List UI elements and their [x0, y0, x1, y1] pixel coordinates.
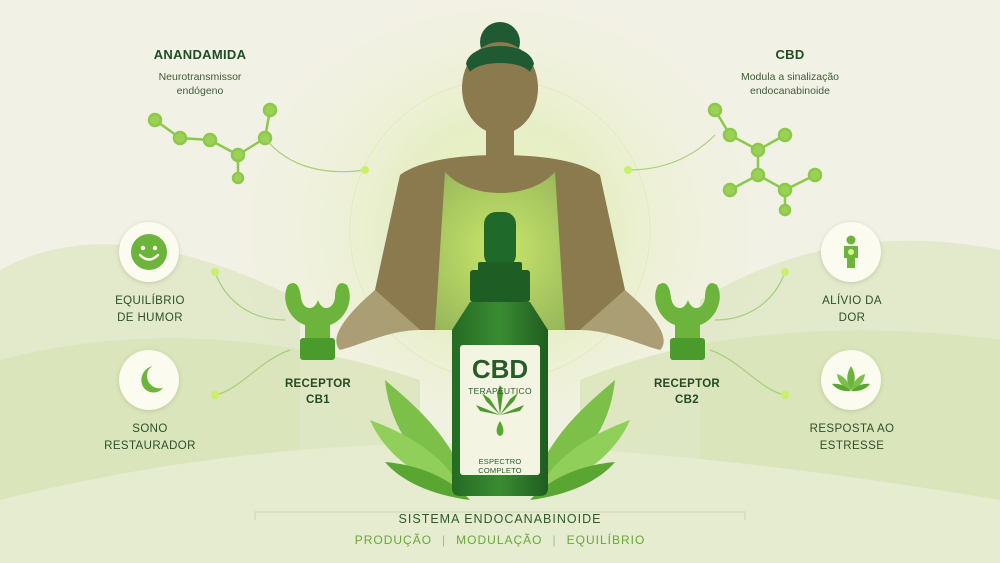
sleep-label-line2: RESTAURADOR — [104, 440, 196, 452]
moon-icon — [141, 366, 163, 393]
anandamida-title: ANANDAMIDA — [153, 47, 247, 62]
molecule-right-art — [707, 102, 823, 217]
mood-label-line1: EQUILÍBRIO — [115, 295, 185, 307]
system-item-production: PRODUÇÃO — [354, 533, 433, 547]
stress-label-line1: RESPOSTA AO — [809, 423, 895, 435]
bottle-subtitle: TERAPÊUTICO — [468, 386, 532, 396]
stress-label-line2: ESTRESSE — [819, 440, 885, 452]
pain-label-line2: DOR — [838, 312, 866, 324]
person-icon — [844, 235, 858, 268]
cbd-subtitle-line2: endocanabinoide — [750, 85, 830, 97]
lotus-icon — [832, 366, 870, 392]
system-title: SISTEMA ENDOCANABINOIDE — [398, 512, 602, 526]
molecule-left-art — [147, 102, 278, 185]
sleep-badge — [119, 350, 179, 410]
receptor-cb1-art — [285, 283, 350, 360]
cbd-title: CBD — [775, 47, 805, 62]
anandamida-subtitle-line1: Neurotransmissor — [158, 71, 242, 83]
system-item-balance: EQUILÍBRIO — [566, 533, 646, 547]
leaves-art — [370, 380, 630, 500]
bottle-brand: CBD — [471, 354, 529, 384]
mood-badge — [119, 222, 179, 282]
cbd-bottle-art — [452, 212, 548, 496]
cbd-subtitle-line1: Modula a sinalização — [740, 71, 840, 83]
sleep-label-line1: SONO — [132, 423, 168, 435]
receptor-cb1-line2: CB1 — [306, 394, 330, 406]
stress-badge — [821, 350, 881, 410]
receptor-cb2-line2: CB2 — [675, 394, 699, 406]
separator: | — [552, 533, 557, 547]
receptor-cb2-line1: RECEPTOR — [653, 378, 721, 390]
separator: | — [442, 533, 447, 547]
system-items: PRODUÇÃO | MODULAÇÃO | EQUILÍBRIO — [300, 533, 700, 547]
smiley-icon — [131, 234, 167, 270]
anandamida-subtitle-line2: endógeno — [176, 85, 224, 97]
mood-label-line2: DE HUMOR — [117, 312, 183, 324]
bottle-footer: ESPECTRO COMPLETO — [478, 457, 522, 475]
pain-label-line1: ALÍVIO DA — [822, 295, 882, 307]
system-item-modulation: MODULAÇÃO — [456, 533, 543, 547]
pain-badge — [821, 222, 881, 282]
receptor-cb2-art — [655, 283, 720, 360]
receptor-cb1-line1: RECEPTOR — [284, 378, 352, 390]
